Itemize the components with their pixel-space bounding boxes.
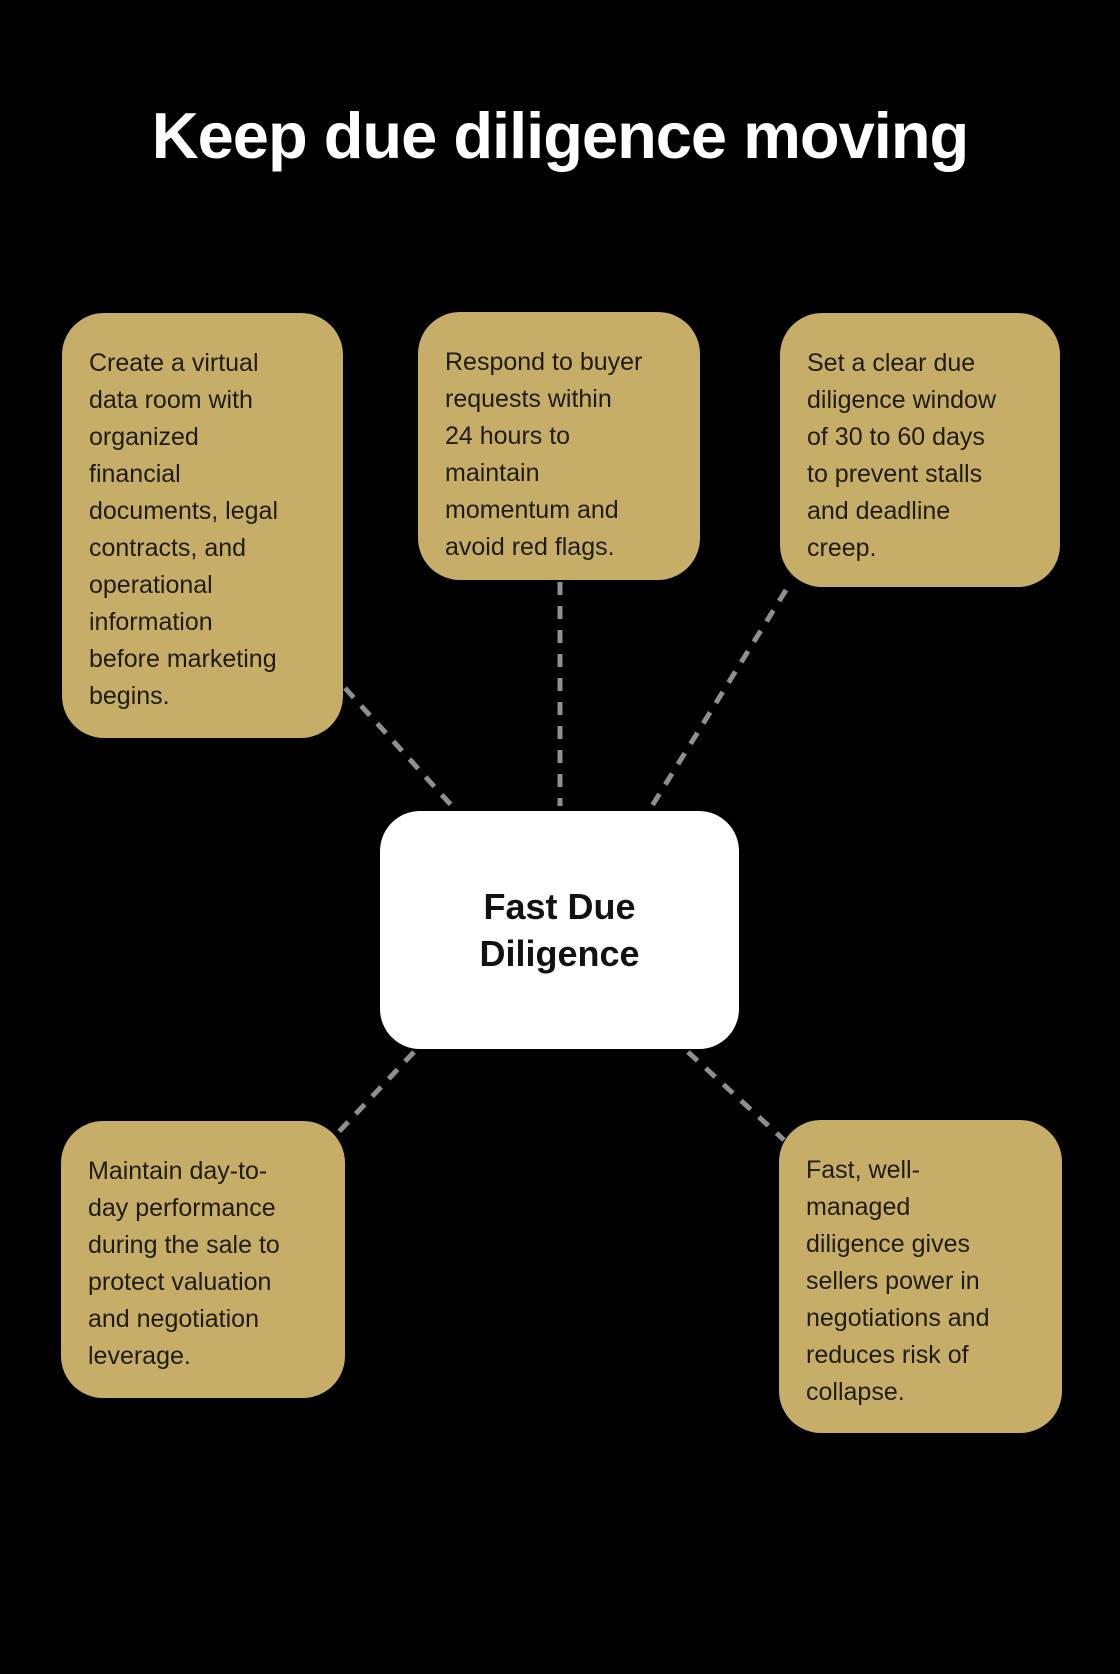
node-top-right-text: Set a clear due diligence window of 30 t… xyxy=(807,349,997,562)
node-top-right: Set a clear due diligence window of 30 t… xyxy=(780,313,1060,587)
connector-bottom-left xyxy=(331,1050,416,1140)
node-bottom-right: Fast, well- managed diligence gives sell… xyxy=(779,1120,1062,1433)
center-node: Fast Due Diligence xyxy=(380,811,739,1049)
node-top-middle-text: Respond to buyer requests within 24 hour… xyxy=(445,348,643,561)
center-node-label: Fast Due Diligence xyxy=(479,886,640,974)
node-top-left: Create a virtual data room with organize… xyxy=(62,313,343,738)
node-bottom-left: Maintain day-to- day performance during … xyxy=(61,1121,345,1398)
connector-top-left xyxy=(343,686,454,808)
node-bottom-right-text: Fast, well- managed diligence gives sell… xyxy=(806,1156,990,1406)
node-top-left-text: Create a virtual data room with organize… xyxy=(89,349,279,710)
page-title: Keep due diligence moving xyxy=(151,99,970,172)
node-top-middle: Respond to buyer requests within 24 hour… xyxy=(418,312,700,580)
connector-top-right xyxy=(649,588,789,808)
connector-bottom-right xyxy=(686,1050,786,1142)
node-bottom-left-text: Maintain day-to- day performance during … xyxy=(88,1157,280,1370)
